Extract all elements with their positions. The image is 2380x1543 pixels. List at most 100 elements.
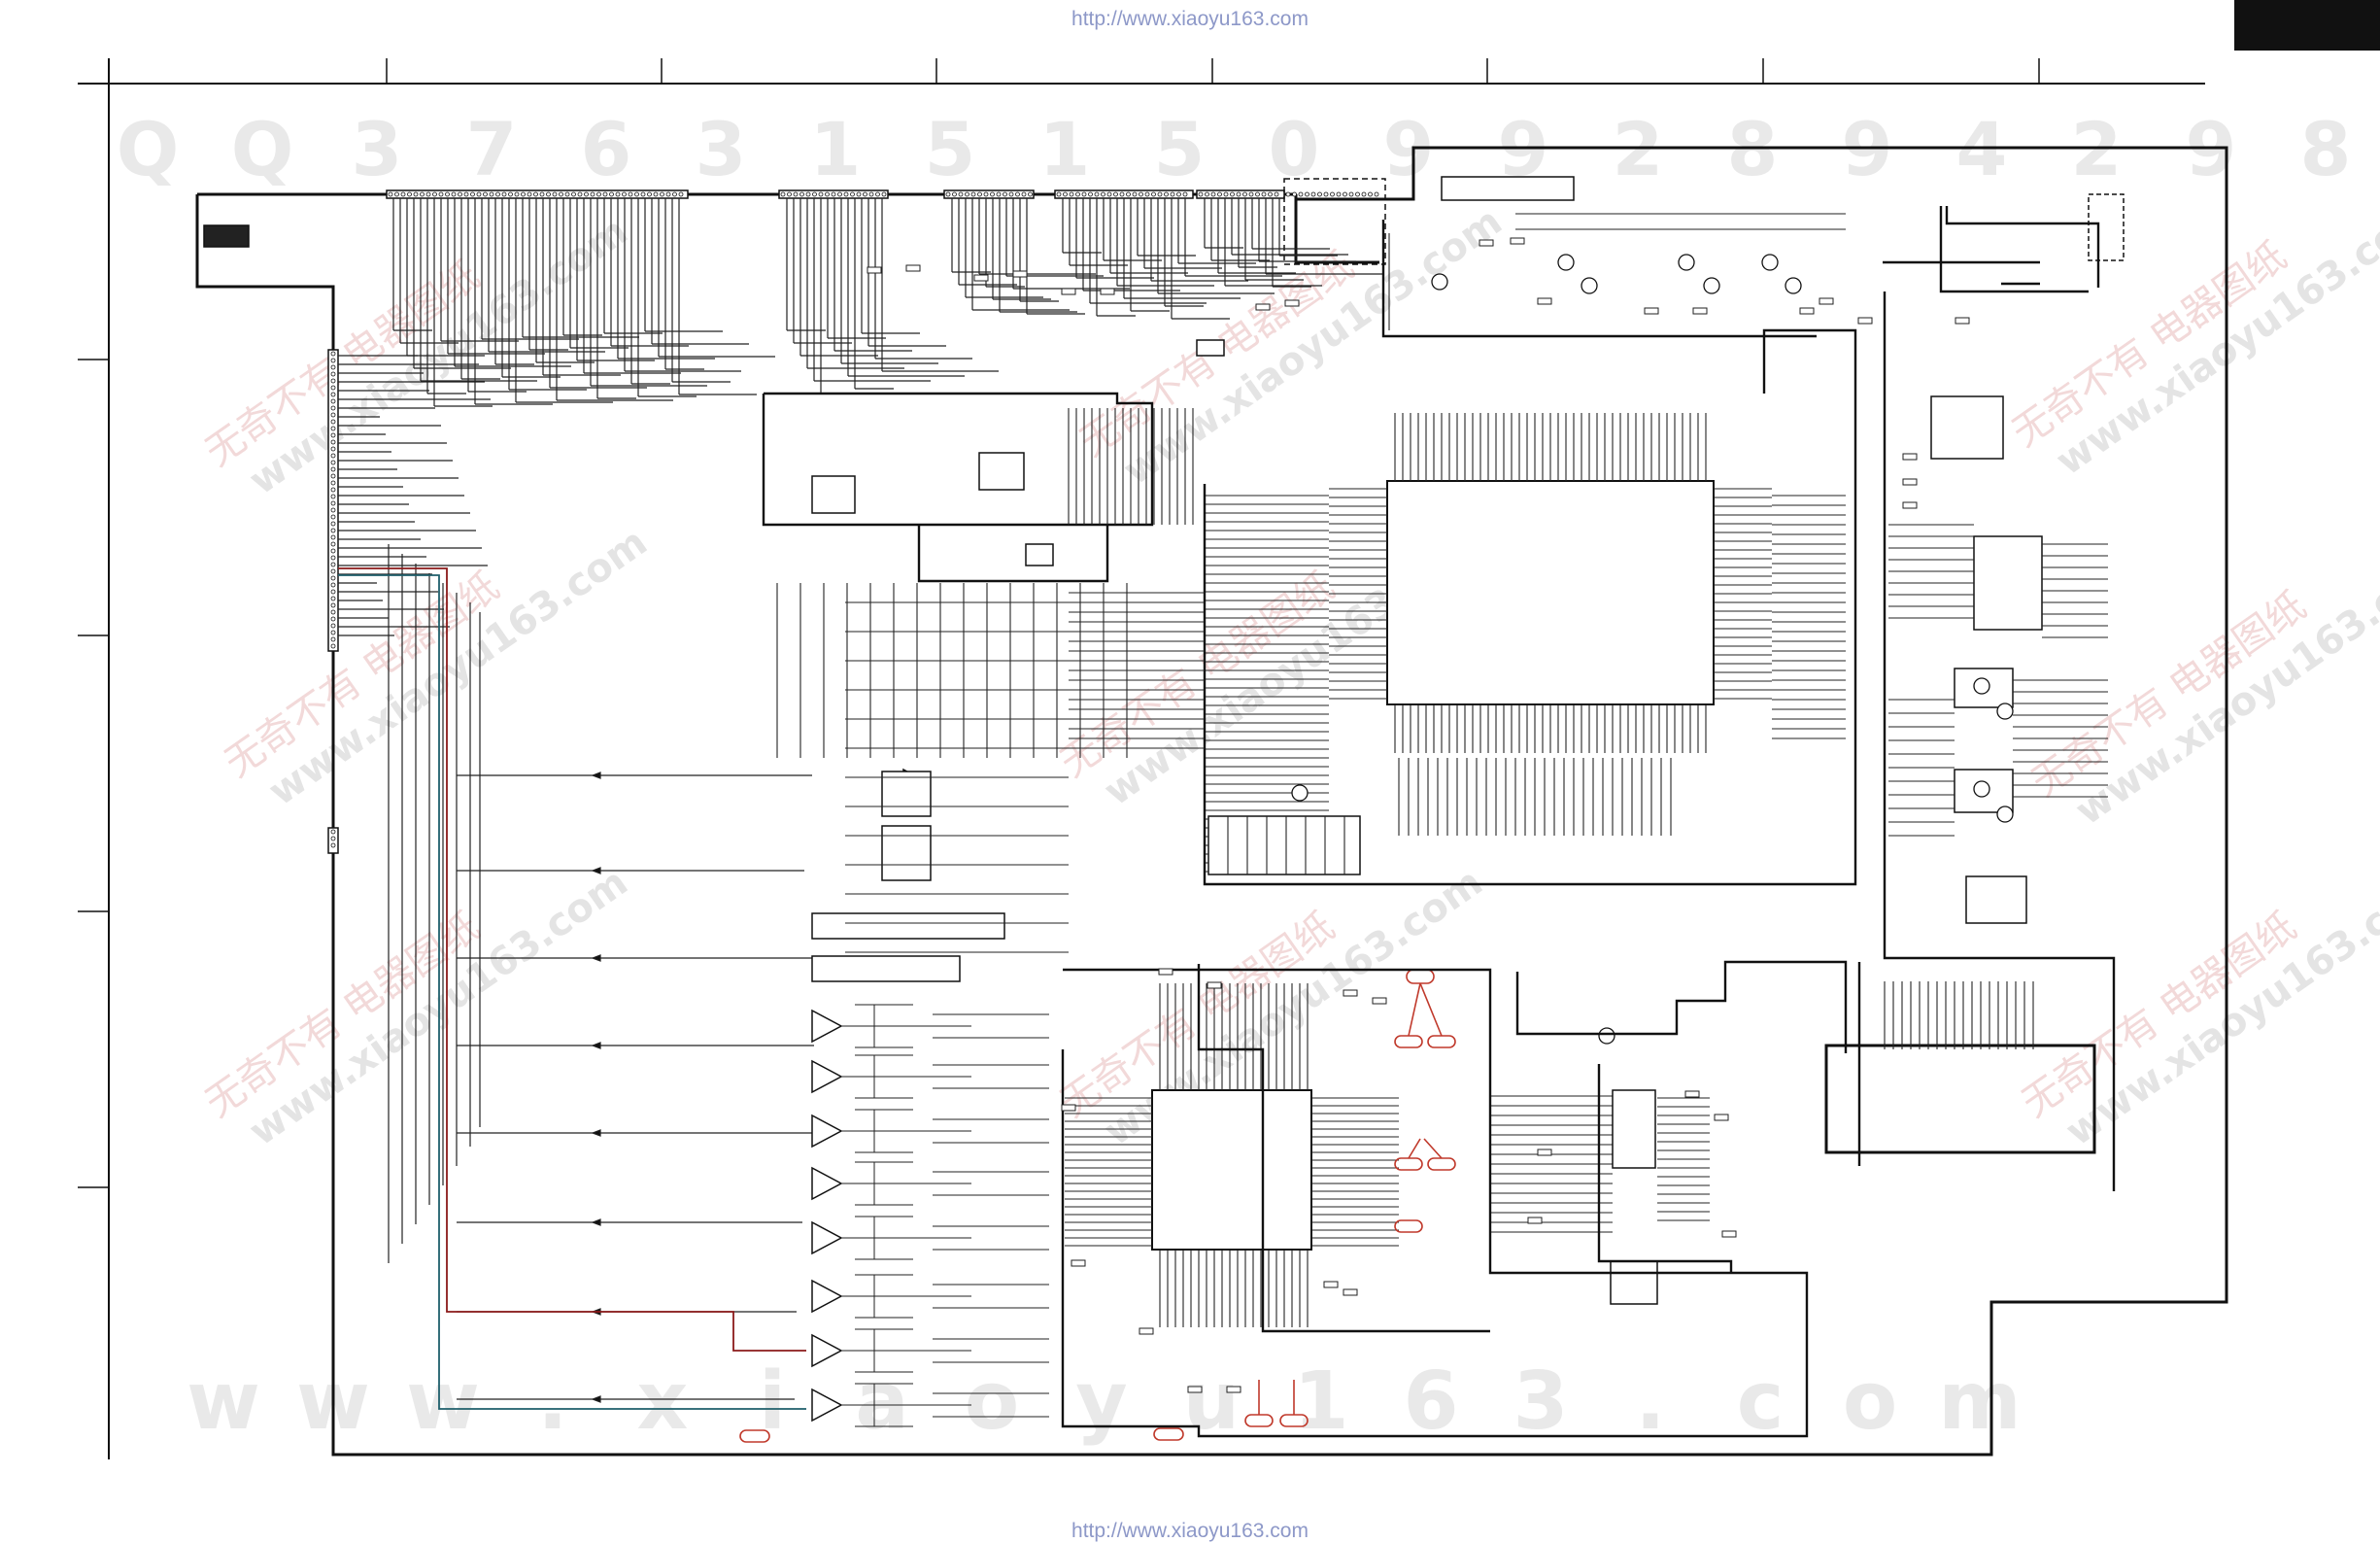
connector-pin bbox=[330, 419, 336, 425]
connector-pin bbox=[1298, 191, 1304, 197]
resistor bbox=[1819, 297, 1834, 305]
connector-pin bbox=[1205, 191, 1209, 197]
connector-pin bbox=[1198, 191, 1204, 197]
opamp-symbol bbox=[811, 1279, 843, 1314]
routing-blocks bbox=[762, 206, 2116, 1438]
connector-pin bbox=[1355, 191, 1360, 197]
connector-pin bbox=[622, 191, 627, 197]
page-corner-tab bbox=[2234, 0, 2380, 51]
resistor bbox=[905, 264, 921, 272]
connector-pin bbox=[330, 623, 336, 629]
connector-pin bbox=[577, 191, 583, 197]
connector-pin bbox=[501, 191, 507, 197]
connector-pin bbox=[1106, 191, 1112, 197]
connector-pin bbox=[420, 191, 425, 197]
watermark-url: www.xiaoyu163.com bbox=[2067, 539, 2380, 835]
resistor bbox=[1527, 1217, 1543, 1224]
resistor bbox=[1284, 299, 1300, 307]
connector-pin bbox=[330, 582, 336, 588]
resistor bbox=[1061, 288, 1076, 295]
connector-pin bbox=[634, 191, 639, 197]
connector-pin bbox=[837, 191, 842, 197]
resistor bbox=[1187, 1386, 1203, 1393]
connector-pin bbox=[330, 494, 336, 499]
resistor bbox=[1061, 1104, 1076, 1112]
connector-pin bbox=[330, 829, 336, 835]
connector-pin bbox=[330, 602, 336, 608]
connector-pin bbox=[1015, 191, 1020, 197]
transistor bbox=[1785, 277, 1802, 294]
footer-source-url[interactable]: http://www.xiaoyu163.com bbox=[1071, 1520, 1309, 1542]
connector-pin bbox=[1101, 191, 1105, 197]
connector-pin bbox=[564, 191, 570, 197]
watermark-letter: m bbox=[1938, 1355, 2021, 1448]
connector-pin bbox=[330, 385, 336, 391]
connector-pin bbox=[330, 528, 336, 533]
connector-pin bbox=[665, 191, 671, 197]
connector-pin bbox=[965, 191, 969, 197]
connector-pin bbox=[476, 191, 482, 197]
opamp-symbol bbox=[811, 1009, 843, 1044]
connector-pin bbox=[330, 630, 336, 635]
connector-pin bbox=[330, 453, 336, 459]
watermark-letter: 6 bbox=[1403, 1355, 1458, 1448]
transistor bbox=[1598, 1027, 1615, 1045]
resistor bbox=[1139, 1327, 1154, 1335]
connector-pin bbox=[1268, 191, 1273, 197]
transistor bbox=[1291, 784, 1309, 802]
connector-pin bbox=[330, 392, 336, 397]
connector-pin bbox=[1008, 191, 1014, 197]
connector-pin bbox=[330, 534, 336, 540]
connector-pin bbox=[451, 191, 457, 197]
connector-pin bbox=[1088, 191, 1093, 197]
watermark-letter: w bbox=[406, 1355, 480, 1448]
connector-pin bbox=[388, 191, 393, 197]
connector-pin bbox=[1274, 191, 1279, 197]
resistor bbox=[1071, 1259, 1086, 1267]
connector-pin bbox=[1255, 191, 1260, 197]
connector-pin bbox=[521, 191, 526, 197]
connector-pin bbox=[1075, 191, 1080, 197]
resistor bbox=[1012, 270, 1028, 278]
connector-pin bbox=[483, 191, 488, 197]
resistor bbox=[1902, 501, 1918, 509]
red-callouts bbox=[739, 969, 1456, 1443]
watermark-digit: 5 bbox=[1154, 106, 1206, 192]
connector-pin bbox=[1310, 191, 1316, 197]
connector-pin bbox=[533, 191, 538, 197]
resistor bbox=[973, 274, 989, 282]
connector-pin bbox=[559, 191, 563, 197]
watermark-letter: . bbox=[537, 1355, 567, 1448]
small-ics bbox=[811, 176, 2125, 1305]
resistor bbox=[1226, 1386, 1241, 1393]
connector-pin bbox=[330, 439, 336, 445]
audio-processor-ic bbox=[1151, 1089, 1312, 1251]
signal-arrow bbox=[591, 1218, 601, 1226]
connector-pin bbox=[1368, 191, 1373, 197]
connector-pin bbox=[330, 842, 336, 848]
connector-pin bbox=[495, 191, 500, 197]
watermark-url: www.xiaoyu163.com bbox=[1115, 199, 1510, 495]
watermark-url: www.xiaoyu163.com bbox=[260, 520, 655, 815]
connector-pin bbox=[1069, 191, 1074, 197]
opamp-symbol bbox=[811, 1333, 843, 1368]
connector-pin bbox=[330, 643, 336, 649]
connector-pin bbox=[330, 460, 336, 465]
connector-pin bbox=[1223, 191, 1229, 197]
watermark-letter: 1 bbox=[1293, 1355, 1348, 1448]
signal-arrow bbox=[591, 954, 601, 962]
watermark-digit: 6 bbox=[581, 106, 632, 192]
connector-pin bbox=[1182, 191, 1188, 197]
connector-pin bbox=[330, 358, 336, 363]
connector-pin bbox=[1230, 191, 1235, 197]
connector-pin bbox=[1144, 191, 1150, 197]
watermark-letter: i bbox=[759, 1355, 786, 1448]
connector-pin bbox=[330, 609, 336, 615]
connector-pin bbox=[330, 636, 336, 642]
connector-pin bbox=[330, 473, 336, 479]
header-source-url[interactable]: http://www.xiaoyu163.com bbox=[1071, 8, 1309, 30]
resistor bbox=[1510, 237, 1525, 245]
connector-pin bbox=[527, 191, 532, 197]
connector-pin bbox=[514, 191, 520, 197]
